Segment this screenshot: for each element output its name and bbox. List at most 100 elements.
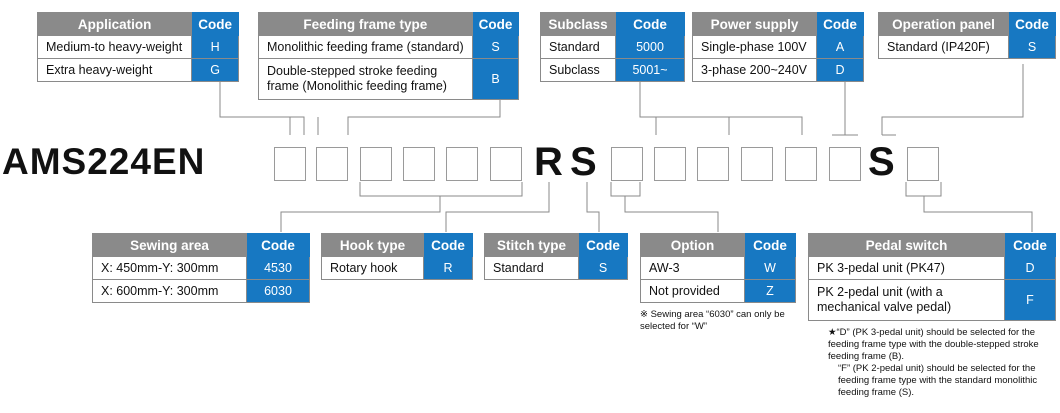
feeding-frame-code-header: Code — [471, 12, 520, 36]
stitch-type-table: Stitch type Code Standard S — [484, 233, 628, 280]
table-row: Standard S — [484, 256, 628, 280]
option-label: Subclass — [540, 58, 616, 82]
code-box-pedal-switch — [907, 147, 939, 181]
code-box-sewing-area-1 — [360, 147, 392, 181]
option-code: D — [1004, 256, 1056, 280]
stitch-type-header: Stitch type — [484, 233, 579, 257]
option-label: Single-phase 100V — [692, 35, 817, 59]
code-box-subclass-2 — [697, 147, 729, 181]
option-label: Standard — [484, 256, 579, 280]
subclass-header: Subclass — [540, 12, 616, 36]
option-code: W — [744, 256, 796, 280]
operation-panel-code-letter: S — [868, 140, 895, 184]
option-code: 6030 — [246, 279, 310, 303]
subclass-code-header: Code — [615, 12, 685, 36]
option-label: X: 450mm-Y: 300mm — [92, 256, 247, 280]
feeding-frame-header: Feeding frame type — [258, 12, 473, 36]
stitch-type-code-header: Code — [578, 233, 628, 257]
option-code: 4530 — [246, 256, 310, 280]
application-header: Application — [36, 12, 193, 36]
table-row: Extra heavy-weight G — [36, 58, 239, 82]
option-label: Not provided — [640, 279, 745, 303]
option-code: H — [191, 35, 239, 59]
option-label: PK 3-pedal unit (PK47) — [808, 256, 1005, 280]
application-table: Application Code Medium-to heavy-weight … — [36, 12, 239, 82]
table-row: Medium-to heavy-weight H — [36, 35, 239, 59]
table-row: Double-stepped stroke feeding frame (Mon… — [258, 58, 520, 100]
table-row: Rotary hook R — [321, 256, 473, 280]
subclass-table: Subclass Code Standard 5000 Subclass 500… — [540, 12, 685, 82]
option-label: Rotary hook — [321, 256, 424, 280]
sewing-area-header: Sewing area — [92, 233, 247, 257]
option-label: Standard — [540, 35, 616, 59]
table-row: PK 3-pedal unit (PK47) D — [808, 256, 1056, 280]
option-code: F — [1004, 279, 1056, 321]
stitch-code-letter: S — [570, 140, 597, 184]
table-row: Subclass 5001~ — [540, 58, 685, 82]
code-box-sewing-area-2 — [403, 147, 435, 181]
option-label: 3-phase 200~240V — [692, 58, 817, 82]
table-row: X: 600mm-Y: 300mm 6030 — [92, 279, 310, 303]
table-row: Single-phase 100V A — [692, 35, 864, 59]
option-code: R — [423, 256, 473, 280]
pedal-note-d: ★“D” (PK 3-pedal unit) should be selecte… — [828, 327, 1039, 362]
table-row: Standard 5000 — [540, 35, 685, 59]
sewing-area-code-header: Code — [246, 233, 310, 257]
power-supply-header: Power supply — [692, 12, 817, 36]
option-label: Double-stepped stroke feeding frame (Mon… — [258, 58, 473, 100]
option-code: S — [471, 35, 520, 59]
application-code-header: Code — [191, 12, 239, 36]
option-code: Z — [744, 279, 796, 303]
operation-panel-code-header: Code — [1008, 12, 1056, 36]
feeding-frame-table: Feeding frame type Code Monolithic feedi… — [258, 12, 520, 100]
code-box-power-supply — [829, 147, 861, 181]
option-label: Monolithic feeding frame (standard) — [258, 35, 473, 59]
option-code: B — [471, 58, 520, 100]
option-label: Medium-to heavy-weight — [36, 35, 193, 59]
code-box-application — [274, 147, 306, 181]
option-table: Option Code AW-3 W Not provided Z — [640, 233, 796, 303]
code-box-option — [611, 147, 643, 181]
power-supply-code-header: Code — [816, 12, 864, 36]
option-label: Standard (IP420F) — [878, 35, 1009, 59]
power-supply-table: Power supply Code Single-phase 100V A 3-… — [692, 12, 864, 82]
code-box-sewing-area-3 — [446, 147, 478, 181]
option-code: 5001~ — [615, 58, 685, 82]
table-row: Monolithic feeding frame (standard) S — [258, 35, 520, 59]
hook-code-letter: R — [534, 140, 563, 184]
option-header: Option — [640, 233, 745, 257]
table-row: Not provided Z — [640, 279, 796, 303]
code-box-sewing-area-4 — [490, 147, 522, 181]
pedal-note-f: “F” (PK 2-pedal unit) should be selected… — [838, 363, 1038, 398]
option-code: D — [816, 58, 864, 82]
table-row: Standard (IP420F) S — [878, 35, 1056, 59]
table-row: 3-phase 200~240V D — [692, 58, 864, 82]
option-code: G — [191, 58, 239, 82]
table-row: PK 2-pedal unit (with a mechanical valve… — [808, 279, 1056, 321]
operation-panel-table: Operation panel Code Standard (IP420F) S — [878, 12, 1056, 59]
table-row: AW-3 W — [640, 256, 796, 280]
pedal-switch-header: Pedal switch — [808, 233, 1005, 257]
code-box-subclass-1 — [654, 147, 686, 181]
option-code: 5000 — [615, 35, 685, 59]
option-code-header: Code — [744, 233, 796, 257]
option-note: ※ Sewing area “6030” can only be selecte… — [640, 309, 785, 332]
code-box-feeding-frame — [316, 147, 348, 181]
operation-panel-header: Operation panel — [878, 12, 1009, 36]
pedal-switch-table: Pedal switch Code PK 3-pedal unit (PK47)… — [808, 233, 1056, 321]
code-box-subclass-3 — [741, 147, 773, 181]
sewing-area-table: Sewing area Code X: 450mm-Y: 300mm 4530 … — [92, 233, 310, 303]
hook-type-table: Hook type Code Rotary hook R — [321, 233, 473, 280]
hook-type-header: Hook type — [321, 233, 424, 257]
model-prefix: AMS224EN — [2, 141, 206, 182]
option-label: X: 600mm-Y: 300mm — [92, 279, 247, 303]
option-label: Extra heavy-weight — [36, 58, 193, 82]
option-label: PK 2-pedal unit (with a mechanical valve… — [808, 279, 1005, 321]
option-label: AW-3 — [640, 256, 745, 280]
table-row: X: 450mm-Y: 300mm 4530 — [92, 256, 310, 280]
option-code: A — [816, 35, 864, 59]
pedal-switch-code-header: Code — [1004, 233, 1056, 257]
hook-type-code-header: Code — [423, 233, 473, 257]
option-code: S — [1008, 35, 1056, 59]
